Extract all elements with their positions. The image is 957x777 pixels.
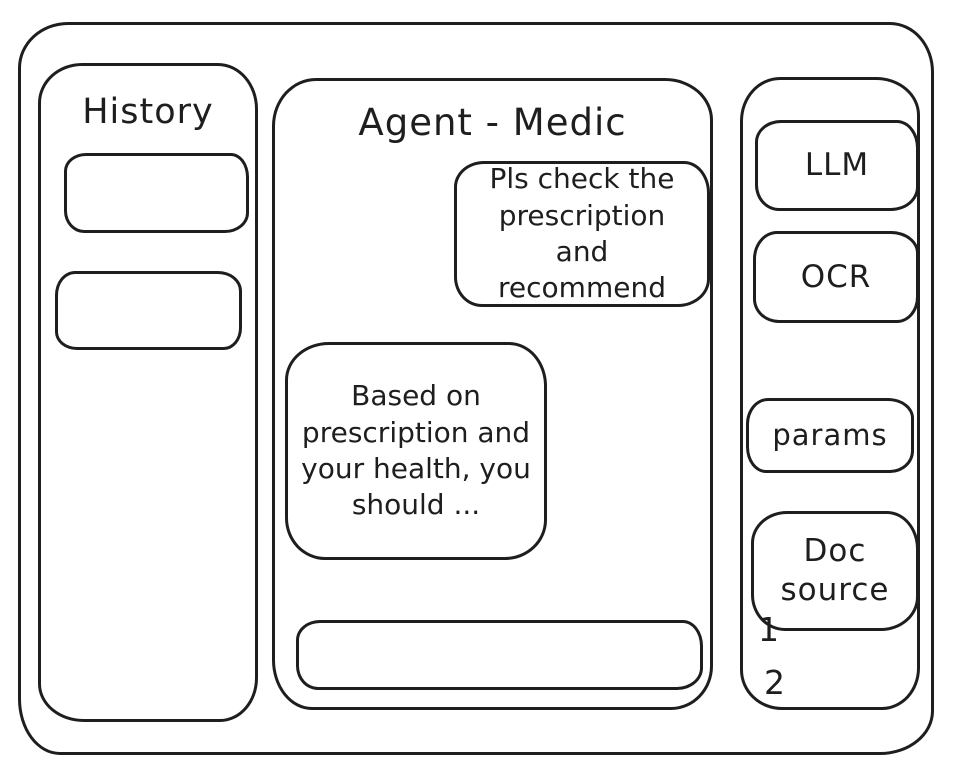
assistant-message-bubble: Based on prescription and your health, y… — [285, 342, 547, 560]
chat-title: Agent - Medic — [358, 101, 627, 144]
history-panel: History — [38, 63, 258, 722]
tools-panel: LLM OCR params Doc source 1 2 — [740, 77, 920, 710]
annotation-number-2: 2 — [764, 663, 785, 702]
history-item[interactable] — [55, 271, 242, 350]
annotation-number-1: 1 — [758, 610, 779, 649]
tool-box-llm[interactable]: LLM — [755, 120, 919, 211]
tool-box-doc-source[interactable]: Doc source — [751, 511, 919, 631]
tool-box-ocr[interactable]: OCR — [753, 231, 919, 323]
history-item[interactable] — [64, 153, 249, 233]
history-title: History — [82, 92, 214, 132]
tool-box-params[interactable]: params — [746, 398, 914, 473]
user-message-bubble: Pls check the prescription and recommend — [454, 161, 710, 307]
message-input[interactable] — [296, 620, 703, 690]
chat-panel: Agent - Medic Pls check the prescription… — [272, 78, 713, 710]
